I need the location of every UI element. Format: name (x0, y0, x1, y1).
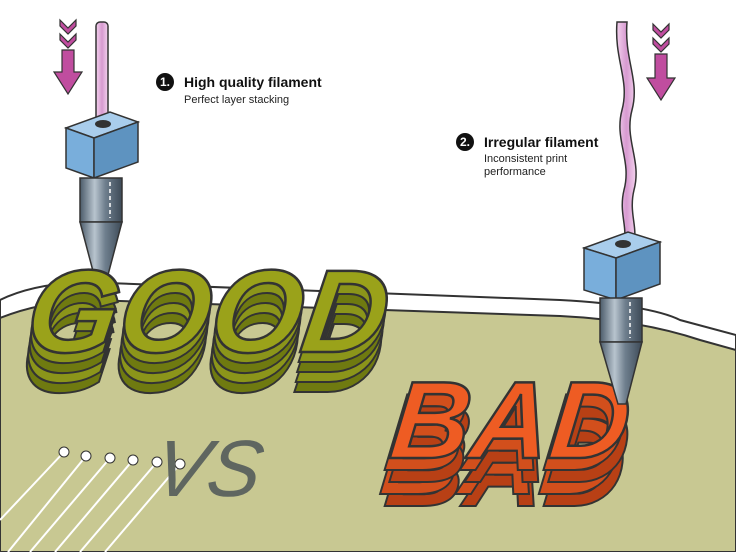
bad-layer: BAD (376, 395, 627, 518)
good-layer: GOOD (13, 287, 392, 418)
bad-layer: BAD (385, 383, 636, 506)
callout-number: 2. (456, 133, 474, 151)
good-layer: GOOD (17, 257, 396, 388)
callout-description: Inconsistent print performance (484, 153, 567, 179)
good-word: GOOD (19, 247, 398, 378)
bad-print: BAD BAD BAD BAD BAD (375, 358, 638, 531)
good-print: GOOD GOOD GOOD GOOD GOOD (12, 245, 399, 419)
callout-number: 1. (156, 73, 174, 91)
callout-description-line: performance (484, 166, 546, 178)
callout-irregular: 2. Irregular filament Inconsistent print… (456, 132, 656, 182)
good-layer: GOOD (16, 267, 395, 398)
callout-title: High quality filament (184, 74, 322, 90)
callout-description: Perfect layer stacking (184, 94, 290, 106)
good-layer: GOOD (15, 277, 394, 408)
vs-word: VS (147, 425, 269, 514)
down-arrow-icon (645, 22, 677, 102)
callout-title: Irregular filament (484, 134, 599, 150)
callout-high-quality: 1. High quality filament Perfect layer s… (156, 72, 356, 112)
bad-layer: BAD (380, 371, 631, 494)
down-arrow-icon (52, 18, 84, 96)
bad-nozzle (581, 21, 663, 405)
bed-rails (0, 446, 186, 552)
callout-description-line: Inconsistent print (484, 153, 568, 165)
print-bed (0, 298, 736, 552)
bad-layer: BAD (380, 407, 631, 530)
bad-word: BAD (385, 359, 636, 482)
good-nozzle (63, 21, 141, 291)
